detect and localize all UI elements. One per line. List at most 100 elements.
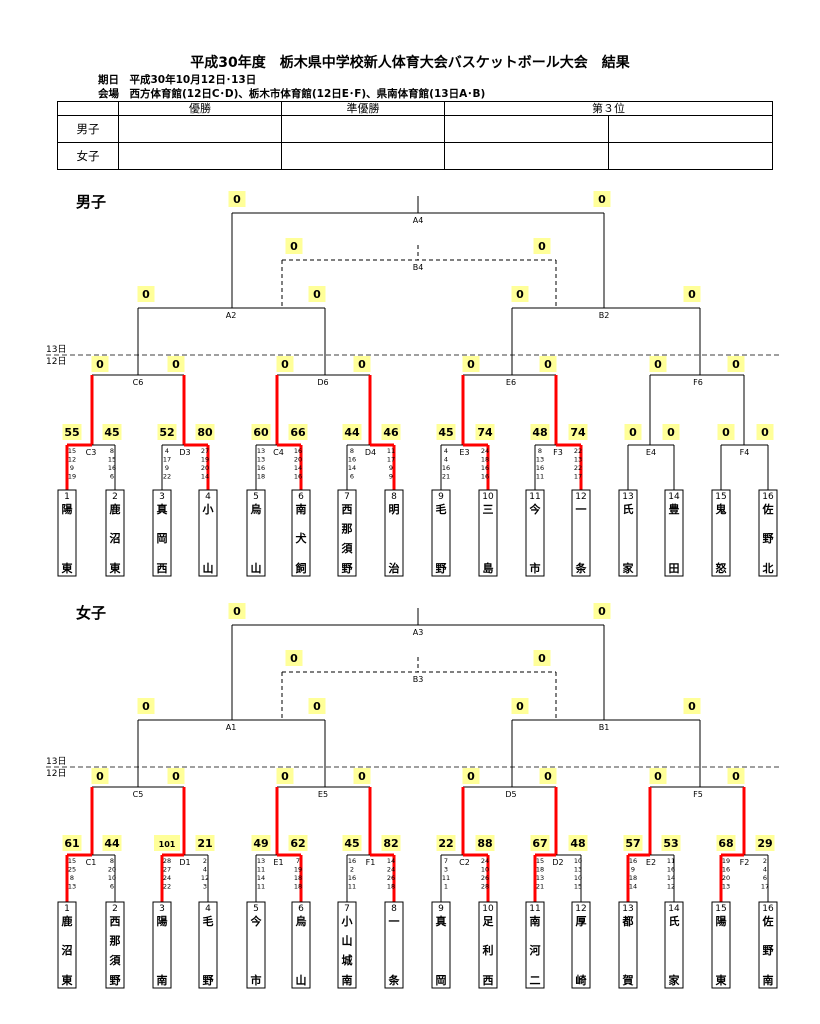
b1-team-box-8 xyxy=(431,901,451,989)
b1-team-name-10-2: 二 xyxy=(530,974,541,987)
b1-r1-score-right-7-box xyxy=(755,835,775,851)
results-cell xyxy=(444,142,609,170)
b1-day-label-12: 12日 xyxy=(46,768,66,779)
b1-r1-score-left-3-box xyxy=(342,835,362,851)
b1-team-name-3-1: 野 xyxy=(203,974,214,987)
b0-r1-score-left-4: 45 xyxy=(438,426,453,439)
b1-r1-period-right-5-2: 10 xyxy=(574,874,582,882)
b0-final-score-right-box xyxy=(593,191,611,207)
b0-r1-period-left-0-0: 15 xyxy=(68,447,76,455)
b0-r1-period-right-0-1: 15 xyxy=(108,456,116,464)
b1-team-num-9: 10 xyxy=(482,904,494,914)
b1-r1-score-left-1: 101 xyxy=(159,840,176,849)
b1-r1-score-left-3: 45 xyxy=(344,837,359,850)
b1-semi-code-1: B1 xyxy=(599,723,610,732)
b0-team-num-5: 6 xyxy=(298,492,304,502)
b1-r1-score-right-4: 88 xyxy=(477,837,492,850)
b0-team-num-7: 8 xyxy=(391,492,397,502)
b0-r1-period-right-4-1: 18 xyxy=(481,456,489,464)
b0-team-num-9: 10 xyxy=(482,492,494,502)
b1-team-box-2 xyxy=(152,901,172,989)
b0-r1-period-right-1-1: 19 xyxy=(201,456,209,464)
b0-quarter-code-3: F6 xyxy=(693,378,703,387)
b0-r1-score-right-6: 0 xyxy=(667,426,675,439)
b1-team-box-13 xyxy=(664,901,684,989)
b0-r1-score-left-1: 52 xyxy=(159,426,174,439)
b0-r1-period-right-0-0: 8 xyxy=(110,447,114,455)
b1-team-num-11: 12 xyxy=(575,904,586,914)
b1-r1-score-right-1: 21 xyxy=(197,837,212,850)
b1-r1-score-left-2: 49 xyxy=(253,837,268,850)
b0-r1-period-left-5-2: 16 xyxy=(536,464,544,472)
b0-r1-score-left-7-box xyxy=(717,424,735,440)
b0-team-name-14-0: 鬼 xyxy=(716,502,727,516)
b1-r1-period-left-2-1: 11 xyxy=(257,866,265,874)
b1-r1-period-left-0-1: 25 xyxy=(68,866,76,874)
b1-team-num-0: 1 xyxy=(64,904,70,914)
b0-third-score-left-box xyxy=(285,238,303,254)
b0-team-name-11-1: 条 xyxy=(575,561,588,575)
b0-team-name-10-1: 市 xyxy=(530,561,541,575)
b0-team-name-12-1: 家 xyxy=(623,561,635,575)
b1-r1-period-right-0-3: 6 xyxy=(110,883,114,891)
b1-r1-score-right-4-box xyxy=(475,835,495,851)
b0-r1-period-left-1-1: 17 xyxy=(163,456,171,464)
b0-r1-period-right-3-1: 17 xyxy=(387,456,395,464)
b0-team-name-3-0: 小 xyxy=(202,502,214,516)
b1-r1-period-right-3-0: 14 xyxy=(387,857,395,865)
b0-r1-period-left-5-0: 8 xyxy=(538,447,542,455)
b1-r1-period-left-4-1: 3 xyxy=(444,866,448,874)
b0-team-box-12 xyxy=(618,489,638,577)
b1-quarter-score-right-3-box xyxy=(727,768,745,784)
b1-r1-score-left-4: 22 xyxy=(438,837,453,850)
b0-r1-period-right-4-2: 16 xyxy=(481,464,489,472)
b1-team-name-15-1: 野 xyxy=(763,944,774,957)
b1-team-box-15 xyxy=(758,901,778,989)
b1-quarter-score-left-0-box xyxy=(91,768,109,784)
b1-r1-score-left-7: 68 xyxy=(718,837,733,850)
results-row-girls: 女子 xyxy=(57,142,773,170)
b0-team-box-10 xyxy=(525,489,545,577)
b0-r1-period-left-2-3: 18 xyxy=(257,473,265,481)
b0-r1-period-left-1-3: 22 xyxy=(163,473,171,481)
b1-r1-period-left-1-1: 27 xyxy=(163,866,171,874)
b1-semi-score-left-0: 0 xyxy=(142,700,150,713)
b0-team-num-8: 9 xyxy=(438,492,444,502)
b1-third-score-right: 0 xyxy=(538,652,546,665)
b0-team-num-6: 7 xyxy=(344,492,350,502)
b1-r1-score-left-5-box xyxy=(530,835,550,851)
b0-quarter-score-left-3-box xyxy=(649,356,667,372)
b1-team-name-5-1: 山 xyxy=(296,973,307,987)
b0-r1-score-right-5: 74 xyxy=(570,426,586,439)
b1-r1-period-right-1-3: 3 xyxy=(203,883,207,891)
b0-team-box-0 xyxy=(57,489,77,577)
b0-team-name-6-0: 西 xyxy=(342,503,353,516)
b0-quarter-score-right-3-box xyxy=(727,356,745,372)
b0-quarter-score-left-3: 0 xyxy=(654,358,662,371)
b0-team-name-13-0: 豊 xyxy=(669,502,680,516)
b0-semi-score-left-1: 0 xyxy=(516,288,524,301)
b1-r1-score-left-4-box xyxy=(436,835,456,851)
b1-r1-period-right-5-1: 13 xyxy=(574,866,582,874)
b1-r1-score-right-2: 62 xyxy=(290,837,305,850)
b0-quarter-code-1: D6 xyxy=(317,378,328,387)
b1-r1-score-right-1-box xyxy=(195,835,215,851)
b0-team-name-8-1: 野 xyxy=(436,562,447,575)
b0-r1-score-right-5-box xyxy=(568,424,588,440)
b1-team-box-7 xyxy=(384,901,404,989)
b0-r1-score-right-7: 0 xyxy=(761,426,769,439)
b1-quarter-code-2: D5 xyxy=(505,790,516,799)
b1-final-score-right: 0 xyxy=(598,605,606,618)
b0-team-box-4 xyxy=(246,489,266,577)
b1-r1-period-right-3-2: 26 xyxy=(387,874,395,882)
b1-r1-period-left-7-0: 19 xyxy=(722,857,730,865)
b1-final-code: A3 xyxy=(413,628,424,637)
b1-r1-period-right-1-1: 4 xyxy=(203,866,207,874)
b0-team-name-6-3: 野 xyxy=(342,562,353,575)
b0-team-name-4-0: 烏 xyxy=(251,502,262,516)
b1-quarter-score-left-1: 0 xyxy=(281,770,289,783)
b1-r1-period-left-5-2: 13 xyxy=(536,874,544,882)
b1-r1-period-left-2-2: 14 xyxy=(257,874,265,882)
b0-team-num-12: 13 xyxy=(622,492,633,502)
b0-team-name-6-1: 那 xyxy=(342,523,353,536)
